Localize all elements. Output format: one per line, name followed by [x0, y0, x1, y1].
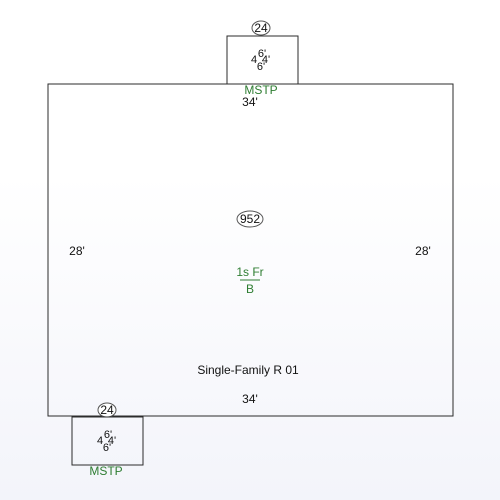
main-area-oval [236, 210, 264, 228]
porch-bottom[interactable]: 24 6' 4 4' 6' MSTP [71, 402, 144, 478]
main-dimension-right: 28' [415, 244, 431, 258]
porch-bottom-dim-top: 6' [104, 429, 112, 441]
main-story-label: 1s Fr [236, 265, 263, 279]
porch-top-dim-left: 4 [251, 54, 257, 66]
main-dimension-left: 28' [69, 244, 85, 258]
porch-bottom-area-value: 24 [100, 403, 114, 417]
main-story-code: B [246, 282, 254, 296]
porch-top-area-value: 24 [254, 21, 268, 35]
main-structure[interactable]: 34' 34' 28' 28' 952 1s Fr B Single-Famil… [47, 83, 454, 417]
porch-top-dim-top: 6' [258, 48, 266, 60]
porch-bottom-outline [71, 416, 144, 466]
porch-top[interactable]: 24 6' 4 4' 6' MSTP [226, 20, 299, 97]
porch-bottom-label: MSTP [89, 464, 122, 478]
porch-top-outline [226, 35, 299, 85]
main-dimension-top: 34' [242, 95, 258, 109]
main-area-value: 952 [240, 212, 260, 226]
porch-top-area-oval [251, 20, 271, 36]
porch-bottom-dim-bottom: 6' [103, 442, 111, 454]
porch-top-label: MSTP [244, 83, 277, 97]
porch-top-dim-bottom: 6' [257, 61, 265, 73]
porch-bottom-dim-right: 4' [108, 435, 116, 447]
porch-bottom-dim-left: 4 [97, 435, 103, 447]
porch-top-dim-right: 4' [262, 54, 270, 66]
main-dimension-bottom: 34' [242, 392, 258, 406]
main-description: Single-Family R 01 [197, 363, 299, 377]
